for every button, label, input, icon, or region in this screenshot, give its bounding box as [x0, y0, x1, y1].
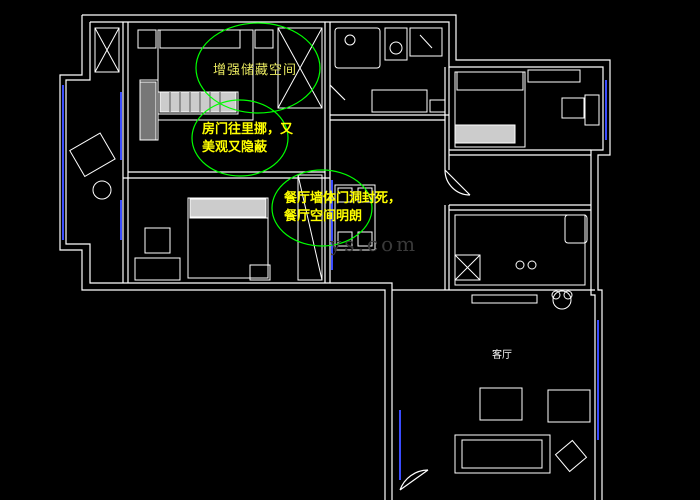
beds — [139, 81, 516, 218]
dining-note-line2: 餐厅空间明朗 — [284, 209, 363, 224]
storage-note: 增强储藏空间 — [213, 63, 298, 78]
door-note: 房门往里挪，又 美观又隐蔽 — [202, 121, 293, 157]
interior-walls — [122, 22, 595, 291]
exterior-walls — [59, 14, 611, 500]
door-note-line1: 房门往里挪，又 — [202, 122, 294, 137]
room-label-living-room: 客厅 — [492, 350, 512, 361]
doors — [329, 84, 471, 491]
windows — [62, 80, 607, 480]
annotation-circles — [191, 22, 373, 247]
door-note-line2: 美观又隐蔽 — [202, 140, 268, 155]
dining-note-line1: 餐厅墙体门洞封死， — [284, 191, 402, 206]
watermark-text: ys.com — [330, 232, 419, 256]
dining-note: 餐厅墙体门洞封死， 餐厅空间明朗 — [284, 190, 401, 226]
